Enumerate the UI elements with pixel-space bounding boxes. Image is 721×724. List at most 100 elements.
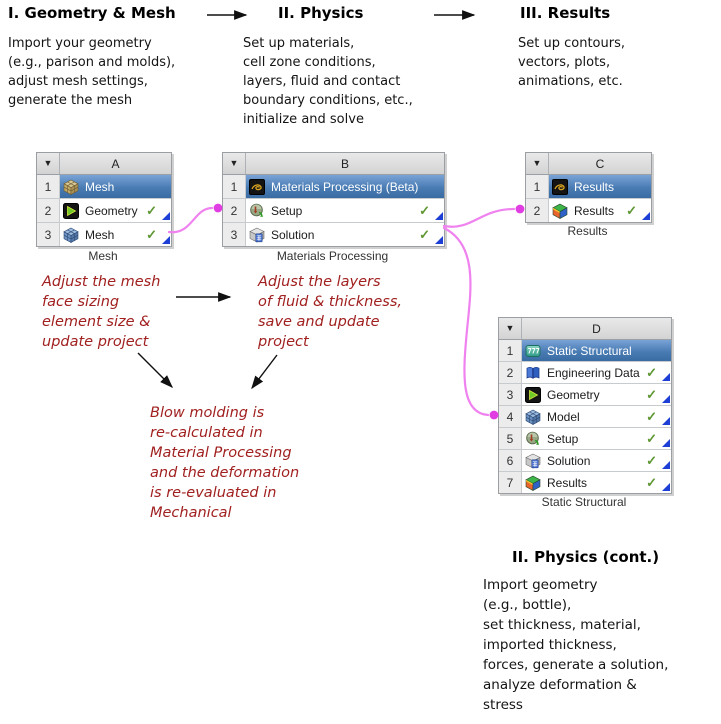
refresh-corner-icon [662, 483, 670, 491]
cell-label: Engineering Data [547, 365, 640, 380]
system-b-dropdown-button[interactable]: ▼ [223, 153, 246, 174]
connector-dot-c-results [515, 204, 525, 214]
row-number: 1 [499, 340, 522, 361]
row-number: 2 [223, 199, 246, 222]
phase-2-title: II. Physics [278, 4, 364, 22]
cell-label: Model [547, 409, 580, 424]
cell-label: Setup [271, 203, 303, 218]
row-number: 1 [223, 175, 246, 198]
up-to-date-check-icon: ✓ [646, 386, 657, 402]
phase-3-title: III. Results [520, 4, 611, 22]
system-b-column-letter[interactable]: B [340, 156, 349, 171]
row-number: 2 [37, 199, 60, 222]
system-d-row-results[interactable]: 7 Results ✓ [499, 471, 671, 493]
row-number: 2 [526, 199, 549, 222]
system-c-row-results[interactable]: 2 Results ✓ [526, 198, 651, 222]
row-number: 1 [37, 175, 60, 198]
system-d-column-letter[interactable]: D [592, 321, 601, 336]
cell-label: Results [574, 203, 615, 218]
system-d-row-static-structural[interactable]: 1 Static Structural [499, 340, 671, 361]
setup-icon [525, 431, 543, 447]
cell-label: Solution [271, 227, 315, 242]
design-modeler-icon [63, 202, 81, 219]
connector-b-solution-to-c-results [442, 207, 516, 228]
system-b-row-solution[interactable]: 3 Solution ✓ [223, 222, 444, 246]
solution-icon [249, 227, 267, 243]
cell-label: Results [547, 475, 588, 490]
phase-3-description: Set up contours, vectors, plots, animati… [518, 36, 625, 89]
dropdown-arrow-icon: ▼ [43, 158, 53, 168]
system-b-header: ▼ B [223, 153, 444, 175]
up-to-date-check-icon: ✓ [626, 202, 637, 218]
mesh-blue-icon [63, 227, 81, 243]
row-number: 6 [499, 450, 522, 471]
refresh-corner-icon [435, 236, 443, 244]
refresh-corner-icon [662, 461, 670, 469]
annotation-blow-molding: Blow molding is re-calculated in Materia… [150, 405, 300, 521]
engineering-data-icon [525, 365, 543, 381]
arrow-left-to-blow-molding [137, 352, 173, 388]
materials-processing-icon [552, 178, 570, 195]
results-cube-icon [552, 203, 570, 219]
system-b-row-setup[interactable]: 2 Setup ✓ [223, 198, 444, 222]
connector-a-mesh-to-b-setup [167, 206, 214, 234]
refresh-corner-icon [435, 212, 443, 220]
system-a-header: ▼ A [37, 153, 171, 175]
refresh-corner-icon [662, 417, 670, 425]
system-d-row-solution[interactable]: 6 Solution ✓ [499, 449, 671, 471]
connector-b-solution-to-d-model [442, 226, 490, 417]
up-to-date-check-icon: ✓ [646, 364, 657, 380]
row-number: 3 [223, 223, 246, 246]
system-d-row-geometry[interactable]: 3 Geometry ✓ [499, 383, 671, 405]
system-a-dropdown-button[interactable]: ▼ [37, 153, 60, 174]
row-number: 1 [526, 175, 549, 198]
cell-label: Static Structural [547, 343, 632, 358]
system-c-column-letter[interactable]: C [595, 156, 605, 171]
system-d-row-setup[interactable]: 5 Setup ✓ [499, 427, 671, 449]
dropdown-arrow-icon: ▼ [505, 323, 515, 333]
phase-1-title: I. Geometry & Mesh [8, 4, 176, 22]
physics-cont-title: II. Physics (cont.) [512, 548, 660, 566]
mesh-tan-icon [63, 179, 81, 195]
up-to-date-check-icon: ✓ [646, 452, 657, 468]
cell-label: Materials Processing (Beta) [271, 179, 419, 194]
annotation-adjust-mesh: Adjust the mesh face sizing element size… [42, 274, 161, 350]
system-d-table: ▼ D 1 Static Structural 2 Engineering Da… [498, 317, 672, 494]
cell-label: Mesh [85, 227, 115, 242]
system-c-dropdown-button[interactable]: ▼ [526, 153, 549, 174]
cell-label: Mesh [85, 179, 115, 194]
system-d-row-engineering-data[interactable]: 2 Engineering Data ✓ [499, 361, 671, 383]
static-structural-icon [525, 343, 543, 359]
cell-label: Solution [547, 453, 591, 468]
up-to-date-check-icon: ✓ [646, 408, 657, 424]
system-c-table: ▼ C 1 Results 2 Results ✓ [525, 152, 652, 223]
system-a-caption: Mesh [88, 249, 118, 263]
up-to-date-check-icon: ✓ [146, 202, 157, 218]
row-number: 7 [499, 472, 522, 493]
refresh-corner-icon [662, 439, 670, 447]
system-a-row-mesh-system[interactable]: 1 Mesh [37, 175, 171, 198]
system-d-row-model[interactable]: 4 Model ✓ [499, 405, 671, 427]
system-c-row-results-system[interactable]: 1 Results [526, 175, 651, 198]
dropdown-arrow-icon: ▼ [229, 158, 239, 168]
arrow-right-to-blow-molding [251, 354, 278, 390]
system-a-row-geometry[interactable]: 2 Geometry ✓ [37, 198, 171, 222]
materials-processing-icon [249, 178, 267, 195]
system-d-caption: Static Structural [541, 495, 627, 509]
cell-label: Geometry [547, 387, 600, 402]
annotation-adjust-layers: Adjust the layers of fluid & thickness, … [258, 274, 403, 350]
mesh-blue-icon [525, 409, 543, 425]
dropdown-arrow-icon: ▼ [532, 158, 542, 168]
system-d-header: ▼ D [499, 318, 671, 340]
up-to-date-check-icon: ✓ [419, 202, 430, 218]
system-a-column-letter[interactable]: A [111, 156, 120, 171]
system-a-row-mesh[interactable]: 3 Mesh ✓ [37, 222, 171, 246]
refresh-corner-icon [662, 373, 670, 381]
system-b-row-materials-processing[interactable]: 1 Materials Processing (Beta) [223, 175, 444, 198]
row-number: 4 [499, 406, 522, 427]
system-d-dropdown-button[interactable]: ▼ [499, 318, 522, 339]
results-cube-icon [525, 475, 543, 491]
refresh-corner-icon [162, 236, 170, 244]
row-number: 3 [37, 223, 60, 246]
